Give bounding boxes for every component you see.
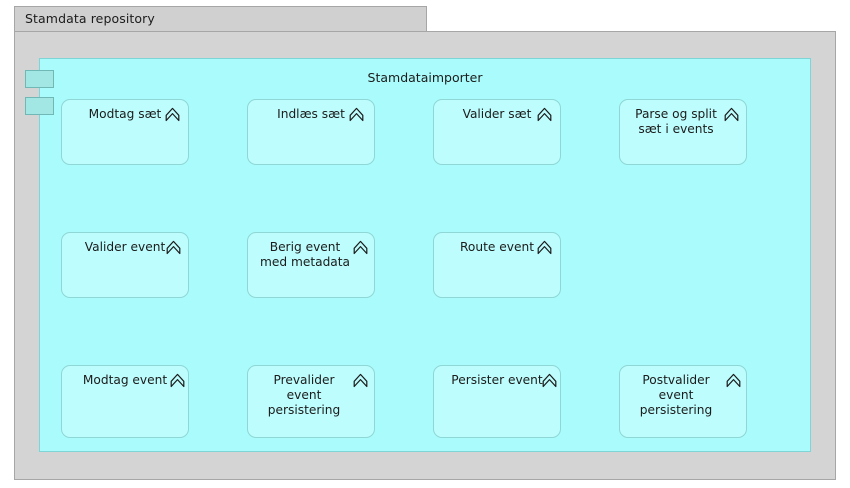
- node-label: Modtag event: [82, 373, 168, 387]
- diagram-canvas[interactable]: Stamdataimporter Modtag sæt Indlæs sæt V…: [14, 31, 836, 480]
- node-label: Route event: [460, 240, 534, 254]
- process-chevron-icon: [726, 373, 741, 388]
- node-modtag-event[interactable]: Modtag event: [61, 365, 189, 438]
- node-label: Persister event: [451, 373, 543, 387]
- application-component-icon-bottom: [25, 97, 54, 115]
- node-valider-saet[interactable]: Valider sæt: [433, 99, 561, 165]
- node-label: Postvalider event persistering: [639, 373, 713, 417]
- node-persister-event[interactable]: Persister event: [433, 365, 561, 438]
- tab-stamdata-repository[interactable]: Stamdata repository: [14, 6, 427, 32]
- application-component-icon-top: [25, 70, 54, 88]
- node-indlaes-saet[interactable]: Indlæs sæt: [247, 99, 375, 165]
- node-label: Valider sæt: [462, 107, 532, 121]
- node-label: Berig event med metadata: [259, 240, 351, 269]
- node-prevalider-event-persistering[interactable]: Prevalider event persistering: [247, 365, 375, 438]
- group-title: Stamdataimporter: [367, 70, 483, 85]
- node-label: Prevalider event persistering: [267, 373, 341, 417]
- node-postvalider-event-persistering[interactable]: Postvalider event persistering: [619, 365, 747, 438]
- node-label: Parse og split sæt i events: [635, 107, 717, 136]
- tab-label: Stamdata repository: [25, 11, 155, 26]
- node-label: Valider event: [84, 240, 166, 254]
- node-parse-og-split-saet-i-events[interactable]: Parse og split sæt i events: [619, 99, 747, 165]
- node-berig-event-med-metadata[interactable]: Berig event med metadata: [247, 232, 375, 298]
- editor-tabstrip: Stamdata repository: [0, 0, 850, 32]
- node-modtag-saet[interactable]: Modtag sæt: [61, 99, 189, 165]
- node-label: Indlæs sæt: [277, 107, 345, 121]
- node-valider-event[interactable]: Valider event: [61, 232, 189, 298]
- node-route-event[interactable]: Route event: [433, 232, 561, 298]
- node-label: Modtag sæt: [88, 107, 162, 121]
